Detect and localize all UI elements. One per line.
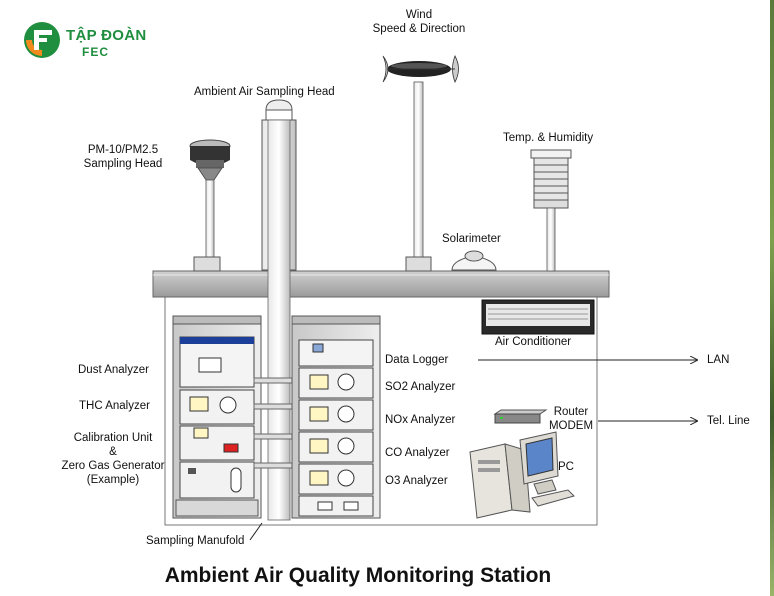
router-label-line2: MODEM <box>548 420 594 432</box>
thc-analyzer-label: THC Analyzer <box>79 400 150 412</box>
so2-analyzer-label: SO2 Analyzer <box>385 381 456 393</box>
right-analyzer-rack <box>291 315 381 519</box>
tel-line-label: Tel. Line <box>707 415 750 427</box>
logo-name: TẬP ĐOÀN <box>66 27 147 44</box>
lan-label: LAN <box>707 354 730 366</box>
temp-humidity-label: Temp. & Humidity <box>503 132 594 144</box>
wind-label-line1: Wind <box>405 9 433 21</box>
calib-label-line1: Calibration Unit <box>73 432 153 444</box>
wind-label: Wind Speed & Direction <box>366 8 472 36</box>
nox-analyzer-label: NOx Analyzer <box>385 414 456 426</box>
calib-label-line2: & <box>109 446 117 458</box>
diagram-title: Ambient Air Quality Monitoring Station <box>164 564 552 587</box>
dust-analyzer-label: Dust Analyzer <box>78 364 149 376</box>
data-logger-label: Data Logger <box>385 354 449 366</box>
pm-label-line2: Sampling Head <box>83 158 163 170</box>
co-analyzer-label: CO Analyzer <box>385 447 450 459</box>
manifold-leader-line <box>249 522 263 541</box>
sampling-manifold-lines <box>253 377 295 469</box>
calib-label-line3: Zero Gas Generator <box>61 460 165 472</box>
router-label-line1: Router <box>553 406 589 418</box>
pc-label: PC <box>558 461 574 473</box>
router-modem-icon <box>493 409 548 424</box>
company-logo: TẬP ĐOÀN FEC <box>22 20 152 64</box>
logo-subname: FEC <box>82 45 109 59</box>
pm-label-line1: PM-10/PM2.5 <box>87 144 159 156</box>
logo-mark-icon <box>24 22 60 58</box>
router-label: Router MODEM <box>546 405 596 433</box>
wind-label-line2: Speed & Direction <box>372 23 466 35</box>
ambient-sampling-head-icon <box>261 99 297 521</box>
calib-label-line4: (Example) <box>86 474 140 486</box>
wind-sensor-icon <box>382 55 459 272</box>
pm-head-label: PM-10/PM2.5 Sampling Head <box>76 143 170 171</box>
pm-sampling-head-icon <box>189 139 231 272</box>
sampling-manifold-label: Sampling Manufold <box>146 535 245 547</box>
air-conditioner-label: Air Conditioner <box>495 336 572 348</box>
pc-icon <box>469 431 575 519</box>
solarimeter-label: Solarimeter <box>442 233 501 245</box>
left-equipment-rack <box>172 315 262 519</box>
sampling-head-label: Ambient Air Sampling Head <box>194 86 335 98</box>
right-edge-photo-strip <box>770 0 774 596</box>
o3-analyzer-label: O3 Analyzer <box>385 475 448 487</box>
temp-humidity-sensor-icon <box>530 149 572 272</box>
calibration-unit-label: Calibration Unit & Zero Gas Generator (E… <box>40 431 186 487</box>
air-conditioner-icon <box>481 299 595 335</box>
solarimeter-icon <box>451 250 497 271</box>
